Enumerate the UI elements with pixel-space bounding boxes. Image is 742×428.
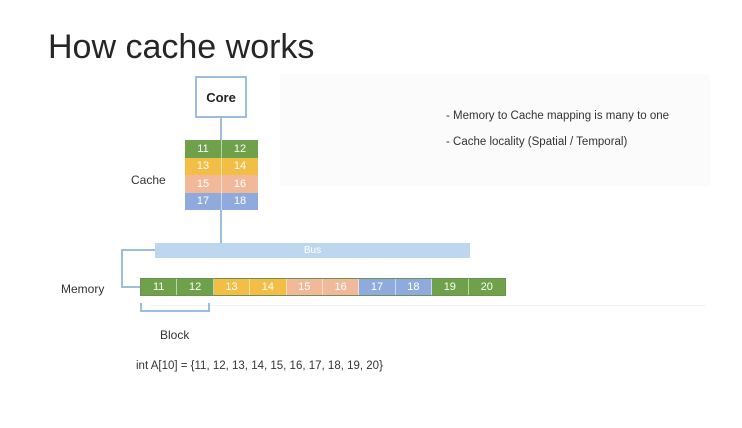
memory-cell: 16: [322, 279, 360, 295]
cache-cell: 16: [222, 175, 258, 193]
cache-cell: 12: [222, 140, 258, 158]
bus-label: Bus: [303, 245, 322, 256]
block-bracket: [140, 303, 210, 312]
cache-cell: 15: [185, 175, 222, 193]
background-divider: [150, 305, 706, 306]
cache-cell: 14: [222, 157, 258, 175]
memory-cell: 13: [213, 279, 251, 295]
memory-left-connector: [121, 249, 123, 287]
cache-cell: 17: [185, 192, 222, 210]
page-title: How cache works: [48, 28, 315, 66]
cache-cell: 11: [185, 140, 222, 158]
cache-label: Cache: [131, 173, 166, 187]
cache-cell: 18: [222, 192, 258, 210]
bus-bar: Bus: [155, 243, 470, 258]
memory-cell: 17: [359, 279, 396, 295]
core-box: Core: [195, 76, 247, 118]
array-declaration: int A[10] = {11, 12, 13, 14, 15, 16, 17,…: [136, 360, 383, 372]
memory-label: Memory: [61, 282, 105, 296]
memory-cell: 19: [432, 279, 469, 295]
core-to-cache-connector: [220, 118, 222, 140]
cache-to-bus-connector: [220, 210, 222, 243]
memory-cell: 15: [286, 279, 323, 295]
note-mapping: - Memory to Cache mapping is many to one: [446, 110, 670, 122]
memory-cell: 20: [468, 279, 505, 295]
memory-cell: 18: [395, 279, 433, 295]
notes-list: - Memory to Cache mapping is many to one…: [446, 110, 669, 162]
memory-entry-connector: [121, 286, 141, 288]
core-label: Core: [206, 89, 236, 105]
note-locality: - Cache locality (Spatial / Temporal): [446, 136, 628, 148]
memory-cell: 14: [250, 279, 287, 295]
background-panel: [280, 74, 710, 186]
block-label: Block: [160, 328, 190, 342]
bus-left-connector: [121, 249, 157, 251]
memory-cell: 12: [177, 279, 214, 295]
memory-cell: 11: [141, 279, 178, 295]
cache-cell: 13: [185, 157, 222, 175]
